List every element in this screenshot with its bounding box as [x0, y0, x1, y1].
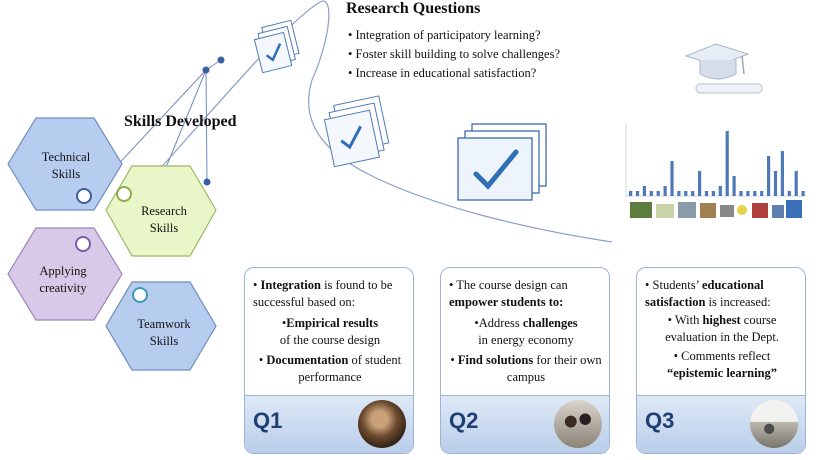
bar	[725, 131, 729, 196]
card-q1-body: • Integration is found to be successful …	[253, 278, 402, 384]
document-check-icon-large	[457, 123, 547, 201]
head-profile-photo	[358, 400, 406, 448]
bar	[767, 156, 771, 196]
bar	[677, 191, 681, 196]
bar	[773, 171, 778, 196]
bar	[656, 191, 660, 196]
hexagon-research	[105, 165, 217, 257]
bar	[670, 161, 674, 196]
ring-research	[116, 186, 132, 202]
research-question: Foster skill building to solve challenge…	[348, 45, 561, 64]
skills-developed-title: Skills Developed	[124, 113, 237, 130]
hexagon-creativity	[7, 227, 123, 321]
thumbnail-strip	[630, 200, 802, 218]
classroom-photo	[554, 400, 602, 448]
card-q1-footer: Q1	[245, 395, 413, 453]
bar	[794, 171, 798, 196]
bar	[663, 186, 667, 196]
bar	[718, 186, 722, 196]
bar	[649, 191, 653, 196]
bar	[684, 191, 688, 196]
lecture-room-photo	[750, 400, 798, 448]
bar	[642, 186, 646, 196]
research-question: Integration of participatory learning?	[348, 26, 560, 45]
bar	[760, 191, 764, 196]
graduation-cap-icon	[684, 43, 763, 94]
bar	[698, 171, 702, 196]
ring-technical	[76, 188, 92, 204]
ring-teamwork	[132, 287, 148, 303]
bar	[711, 191, 715, 196]
bar	[753, 191, 757, 196]
q3-label: Q3	[645, 408, 675, 433]
card-q2-footer: Q2	[441, 395, 609, 453]
hexagon-teamwork	[105, 281, 217, 371]
card-q3-footer: Q3	[637, 395, 805, 453]
bar	[629, 191, 633, 196]
research-question: Increase in educational satisfaction?	[348, 64, 560, 83]
research-questions-list: Integration of participatory learning? F…	[348, 26, 561, 83]
bar	[746, 191, 750, 196]
document-check-icon-medium	[323, 95, 390, 168]
bar	[635, 191, 640, 196]
bar	[780, 151, 784, 196]
document-check-icon-small	[253, 19, 300, 74]
card-q3: • Students’ educational satisfaction is …	[636, 267, 806, 454]
bar	[739, 191, 743, 196]
bar-chart	[625, 124, 806, 197]
bar	[787, 191, 791, 196]
bar	[732, 176, 736, 196]
card-q2-body: • The course design can empower students…	[449, 278, 602, 384]
card-q1: • Integration is found to be successful …	[244, 267, 414, 454]
hexagon-technical	[7, 117, 123, 211]
card-q3-body: • Students’ educational satisfaction is …	[645, 278, 779, 380]
research-questions-title: Research Questions	[346, 0, 481, 17]
q1-label: Q1	[253, 408, 283, 433]
bar	[801, 191, 805, 196]
bar	[704, 191, 709, 196]
bar	[691, 191, 695, 196]
ring-creativity	[75, 236, 91, 252]
q2-label: Q2	[449, 408, 479, 433]
card-q2: • The course design can empower students…	[440, 267, 610, 454]
